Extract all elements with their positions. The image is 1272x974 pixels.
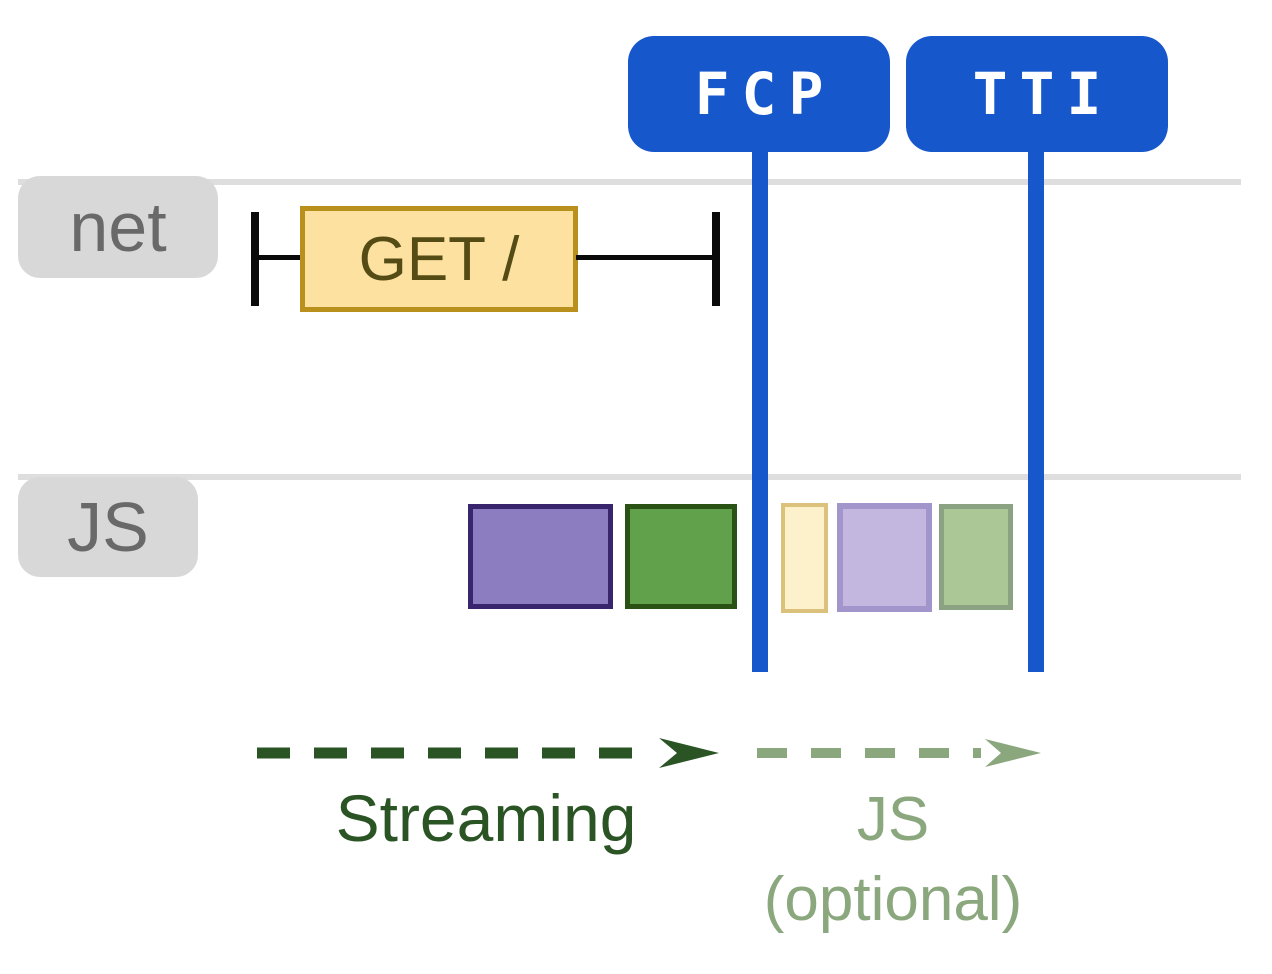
fcp-marker-line xyxy=(752,140,768,672)
network-request-box: GET / xyxy=(300,206,578,312)
js-task-solid-green xyxy=(625,504,737,609)
js-phase-label-main: JS xyxy=(856,785,930,854)
request-end-tick xyxy=(712,212,720,306)
fcp-badge-label: FCP xyxy=(694,60,836,128)
tti-badge-label: TTI xyxy=(972,60,1114,128)
streaming-phase-label: Streaming xyxy=(335,781,637,855)
request-left-connector xyxy=(258,255,302,260)
js-task-faded-green xyxy=(939,504,1013,610)
js-lane-tab: JS xyxy=(18,477,198,577)
streaming-phase-arrow xyxy=(257,738,719,768)
js-phase-label: JS (optional) xyxy=(733,780,1053,940)
request-start-tick xyxy=(251,212,259,306)
request-right-connector xyxy=(576,255,714,260)
js-phase-label-sub: (optional) xyxy=(763,865,1023,934)
net-lane-tab: net xyxy=(18,176,218,278)
js-lane-label: JS xyxy=(67,488,149,566)
network-request-label: GET / xyxy=(358,224,520,294)
js-phase-arrow xyxy=(757,739,1041,767)
fcp-badge: FCP xyxy=(628,36,890,152)
net-lane-line xyxy=(18,179,1241,185)
net-lane-label: net xyxy=(69,188,167,266)
js-task-faded-purple xyxy=(837,503,932,612)
js-task-faded-yellow xyxy=(781,503,828,613)
tti-marker-line xyxy=(1028,140,1044,672)
tti-badge: TTI xyxy=(906,36,1168,152)
js-task-solid-purple xyxy=(468,504,613,609)
js-lane-line xyxy=(18,474,1241,480)
